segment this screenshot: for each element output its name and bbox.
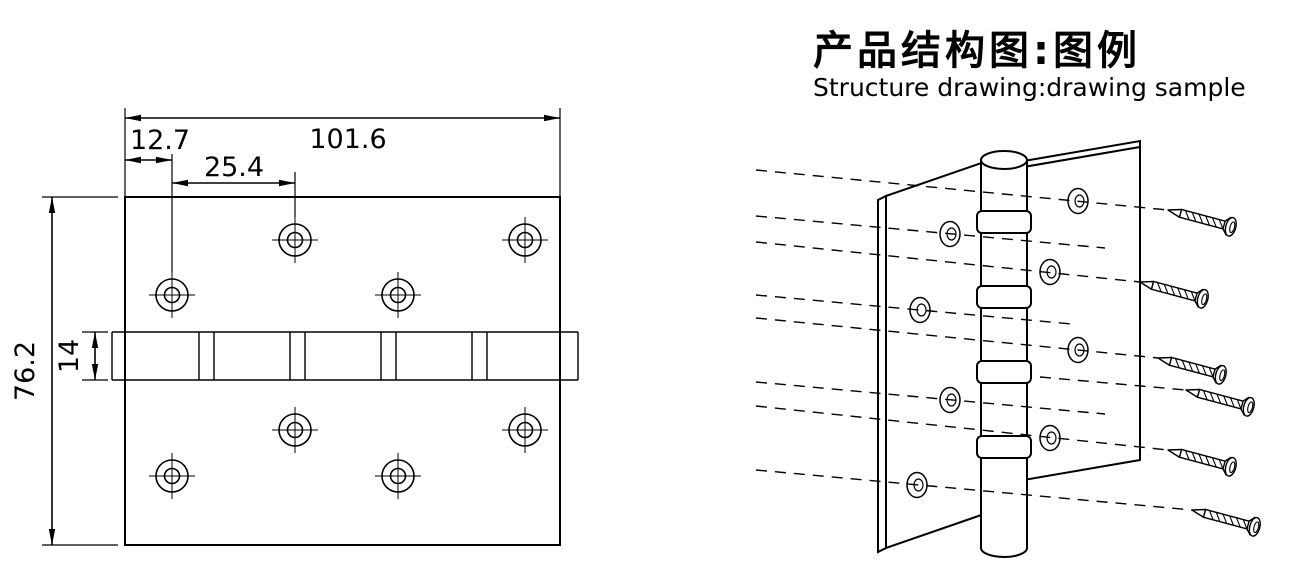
dimension-total-width: 101.6: [124, 108, 561, 197]
legend-title-cn: 产品结构图:图例: [813, 28, 1141, 74]
screw: [1154, 348, 1229, 386]
sample-illustration-3d: [755, 139, 1263, 558]
hinge-plate-outline: [124, 196, 561, 546]
hinge-left-leaf-3d: [877, 158, 991, 554]
screw: [1136, 272, 1211, 310]
dim-total-width-label: 101.6: [309, 124, 386, 155]
legend-header: 产品结构图:图例 Structure drawing:drawing sampl…: [813, 28, 1246, 102]
dimension-edge-to-hole: 12.7: [125, 125, 190, 272]
dimension-knuckle-width: 14: [54, 331, 108, 381]
screw: [1188, 500, 1263, 538]
hinge-right-leaf-3d: [1017, 139, 1141, 483]
screw-axis-lines: [755, 169, 1193, 511]
hinge-knuckle-band: [111, 331, 579, 381]
dim-edge-to-hole-label: 12.7: [130, 125, 190, 156]
legend-title-en: Structure drawing:drawing sample: [813, 73, 1246, 102]
dimension-hole-pitch: 25.4: [172, 152, 296, 217]
screw: [1164, 440, 1239, 478]
mounting-screws: [1136, 200, 1263, 538]
dim-knuckle-width-label: 14: [54, 339, 85, 373]
dimensioned-drawing-2d: 101.6 12.7 25.4 76.2 14: [10, 108, 579, 546]
dimension-total-height: 76.2: [10, 196, 118, 546]
dim-hole-pitch-label: 25.4: [204, 152, 264, 183]
dim-total-height-label: 76.2: [10, 341, 41, 401]
screw: [1182, 380, 1257, 418]
screw: [1164, 200, 1239, 238]
hinge-barrel-3d: [976, 150, 1032, 558]
